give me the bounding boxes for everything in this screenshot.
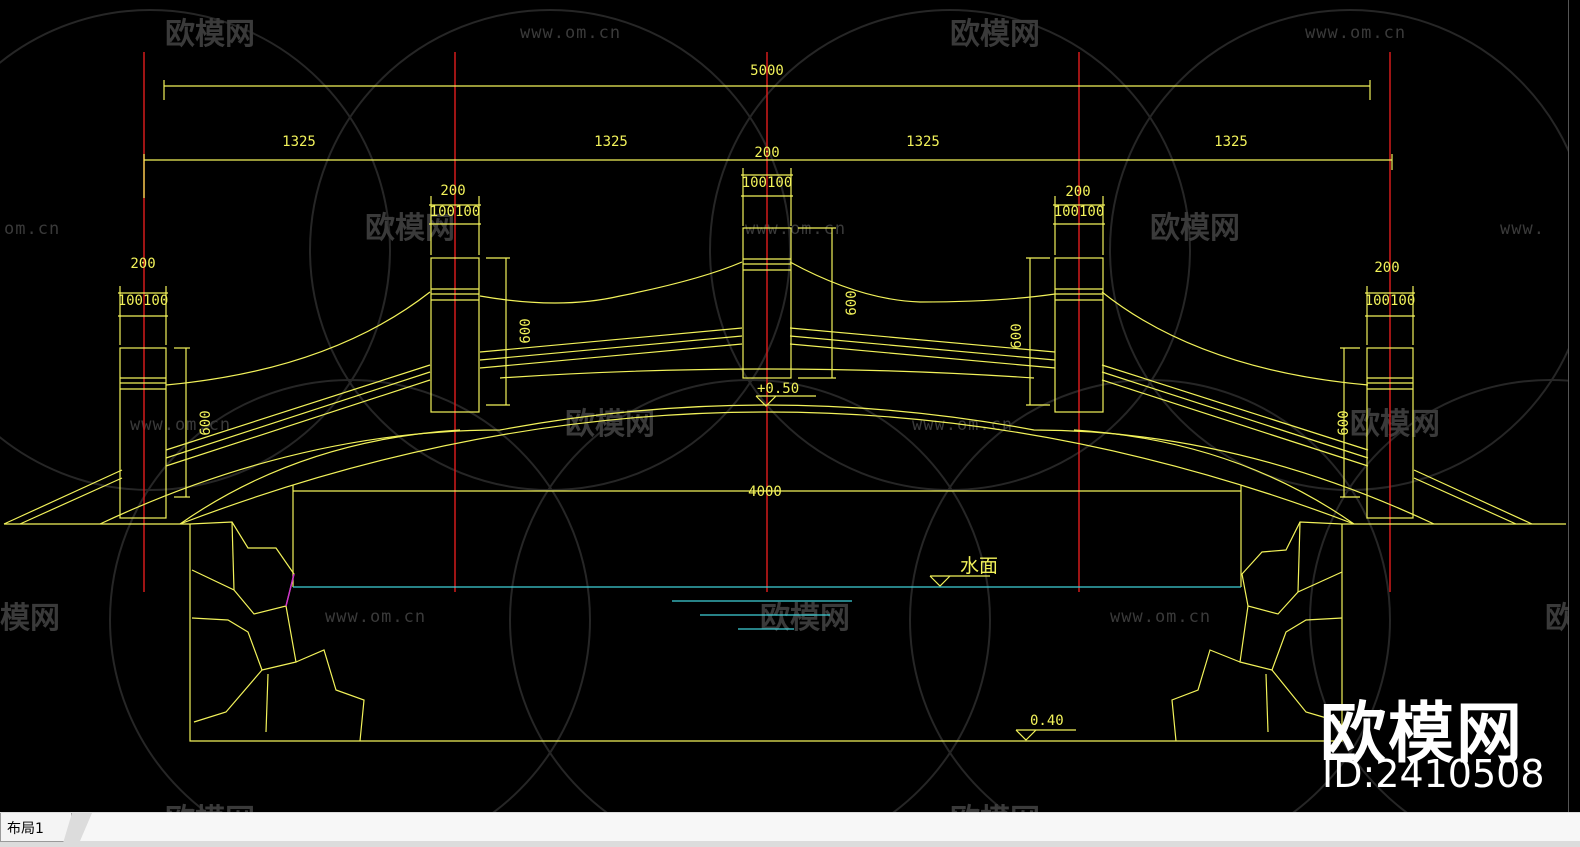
dim-span: 1325 [282,134,316,150]
watermark-logo: 欧模网 [165,17,255,52]
watermark-logo: 欧模网 [1545,601,1568,636]
dimension-labels: 5000 1325 1325 1325 1325 200 200 200 200… [118,63,1416,729]
post-dimension-ticks [118,168,1415,498]
watermark-logo: 欧模网 [950,17,1040,52]
dim-post-width: 200 [1065,184,1090,200]
water-surface-label: 水面 [960,555,998,577]
railing [165,261,1369,467]
dim-post-width: 200 [130,256,155,272]
bridge-posts [119,227,1414,519]
cad-viewport[interactable]: 欧模网 www.om.cn 欧模网 www.om.cn om.cn 欧模网 ww… [0,0,1569,813]
dim-post-half: 100100 [1365,293,1416,309]
watermark-logo: 欧模网 [565,407,655,442]
dim-post-half: 100100 [430,204,481,220]
dim-post-half: 100100 [742,175,793,191]
tab-layout1[interactable]: 布局1 [0,813,72,842]
axis-lines [143,52,1391,592]
bottom-level-label: 0.40 [1030,713,1064,729]
brand-logo: 欧模网 [1320,695,1524,772]
watermark-url: www.om.cn [1305,23,1406,43]
dim-post-width: 200 [754,145,779,161]
dim-span: 1325 [1214,134,1248,150]
dim-rail-height: 600 [1009,323,1025,348]
bridge-elevation-drawing: 欧模网 www.om.cn 欧模网 www.om.cn om.cn 欧模网 ww… [0,9,1568,812]
dim-rail-height: 600 [844,290,860,315]
bridge-arch [3,404,1533,525]
watermark-logo: 欧模网 [165,803,255,812]
dim-span: 1325 [594,134,628,150]
watermark-logo: 欧模网 [0,601,60,636]
elevation-top-label: +0.50 [757,381,799,397]
watermark-logo: 欧模网 [1350,407,1440,442]
tab-layout1-label: 布局1 [7,821,44,837]
watermark-logo: 欧模网 [950,803,1040,812]
watermark-url: www.om.cn [130,415,231,435]
dim-arch-span: 4000 [748,484,782,500]
level-markers [755,395,1076,741]
dim-span: 1325 [906,134,940,150]
watermark-logo: 欧模网 [1150,211,1240,246]
dim-rail-height: 600 [1336,410,1352,435]
watermark-url: www.om.cn [1305,807,1406,812]
watermark-url: www.om.cn [1110,607,1211,627]
watermark-url: www. [1500,219,1545,239]
watermark-url: www.om.cn [325,607,426,627]
dim-post-width: 200 [1374,260,1399,276]
watermark-url: om.cn [4,219,60,239]
watermarks: 欧模网 www.om.cn 欧模网 www.om.cn om.cn 欧模网 ww… [0,17,1568,812]
dim-post-half: 100100 [118,293,169,309]
dim-rail-height: 600 [198,410,214,435]
water-lines [293,586,1241,630]
dim-post-half: 100100 [1054,204,1105,220]
watermark-logo: 欧模网 [365,211,455,246]
dim-total: 5000 [750,63,784,79]
dimension-lines [143,80,1393,587]
dim-post-width: 200 [440,183,465,199]
watermark-circles [0,9,1568,812]
watermark-url: www.om.cn [745,219,846,239]
stone-edge-accent [285,573,295,607]
layout-tab-strip [80,813,1580,841]
dim-rail-height: 600 [518,318,534,343]
watermark-url: www.om.cn [912,415,1013,435]
brand-id: ID:2410508 [1322,752,1545,796]
watermark-url: www.om.cn [520,23,621,43]
watermark-url: www.om.cn [520,807,621,812]
watermark-logo: 欧模网 [760,601,850,636]
